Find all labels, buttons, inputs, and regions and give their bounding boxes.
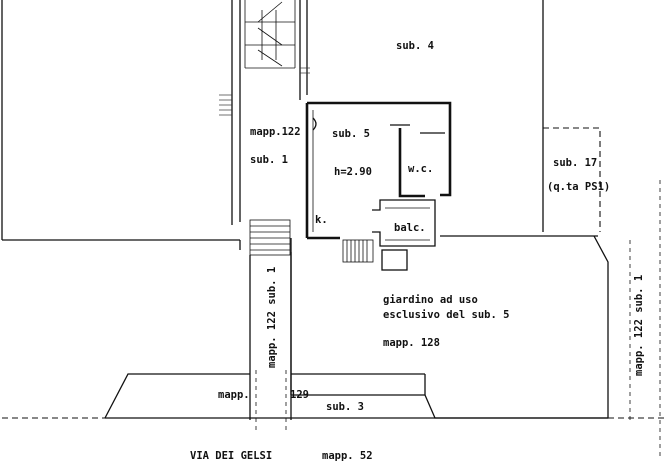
label-sub-3: sub. 3 [326,401,364,413]
label-balcony: balc. [394,222,426,234]
label-mapp-bottom: mapp. [218,389,250,401]
label-mapp-122-sub-1-right: mapp. 122 sub. 1 [633,275,645,376]
label-street: VIA DEI GELSI [190,450,272,462]
label-129: 129 [290,389,309,401]
label-mapp-128: mapp. 128 [383,337,440,349]
label-wc: w.c. [408,163,433,175]
label-garden-line-1: giardino ad uso [383,294,478,306]
label-mapp-122-sub-1-vertical: mapp. 122 sub. 1 [266,267,278,368]
label-height: h=2.90 [334,166,372,178]
label-mapp-52: mapp. 52 [322,450,373,462]
label-sub-4: sub. 4 [396,40,434,52]
label-qta-ps1: (q.ta PS1) [547,181,610,193]
label-sub-1: sub. 1 [250,154,288,166]
label-kitchen: k. [315,214,328,226]
label-sub-5: sub. 5 [332,128,370,140]
label-mapp-122-top: mapp.122 [250,126,301,138]
label-garden-line-2: esclusivo del sub. 5 [383,309,509,321]
label-sub-17: sub. 17 [553,157,597,169]
